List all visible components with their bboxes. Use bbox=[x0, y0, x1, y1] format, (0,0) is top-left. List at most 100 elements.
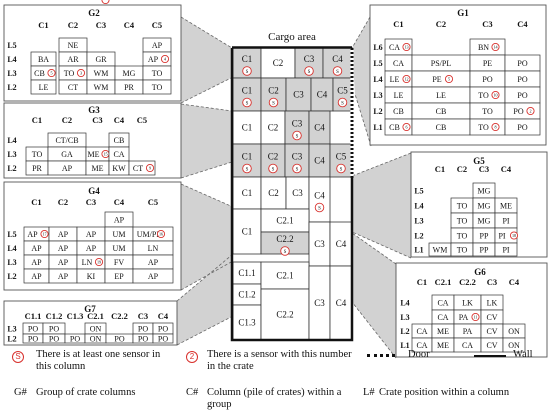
g4-cell-value: AP bbox=[114, 216, 125, 225]
g6-cell-value: CA bbox=[437, 313, 448, 322]
g2-cell-value: NE bbox=[68, 41, 79, 50]
cargo-sensor-icon bbox=[336, 163, 346, 174]
g7-col-header: C1.1 bbox=[25, 311, 42, 321]
g1-row-level: L4 bbox=[373, 75, 382, 84]
g1-cell-value: TO bbox=[478, 91, 489, 100]
g7-cell-value: PO bbox=[138, 335, 148, 344]
cargo-block-label: C1 bbox=[242, 227, 253, 237]
g7-cell-value: PO bbox=[49, 325, 59, 334]
g5-cell-value: WM bbox=[433, 246, 448, 255]
g7-col-header: C3 bbox=[138, 311, 148, 321]
cargo-block bbox=[260, 261, 310, 290]
g3-cell-value: PR bbox=[32, 164, 42, 173]
g2-row-level: L3 bbox=[7, 69, 16, 78]
g2-cell-value: AP bbox=[68, 0, 79, 2]
g5-cell-value: PI bbox=[502, 217, 509, 226]
connector-dashed-line bbox=[354, 93, 372, 147]
g2-col-header: C1 bbox=[38, 20, 48, 30]
g6-col-header: C2.2 bbox=[459, 277, 476, 287]
g3-cell-value: GA bbox=[61, 150, 73, 159]
cargo-sensor-icon bbox=[292, 130, 302, 141]
cargo-sensor-icon-label: S bbox=[246, 70, 249, 75]
g2-cell-value: BN bbox=[95, 0, 106, 2]
g5-cell-value: PP bbox=[480, 246, 489, 255]
g7-title: G7 bbox=[84, 304, 96, 314]
g5-cell-value: PI bbox=[498, 232, 505, 241]
g1-col-header: C4 bbox=[517, 19, 528, 29]
g4-row-level: L5 bbox=[7, 230, 16, 239]
cargo-sensor-icon-label: S bbox=[296, 134, 299, 139]
g2-col-header: C5 bbox=[152, 20, 162, 30]
sensor-column-legend-icon: S bbox=[12, 351, 24, 363]
g3-cell-value: AP bbox=[62, 164, 73, 173]
g6-row-level: L1 bbox=[400, 341, 409, 350]
cargo-sensor-icon bbox=[242, 66, 252, 76]
g4-row-level: L3 bbox=[7, 258, 16, 267]
g2-col-header: C2 bbox=[68, 20, 78, 30]
g2-cell-value: LE bbox=[39, 83, 49, 92]
cargo-area-title: Cargo area bbox=[268, 31, 316, 43]
g6-cell-value: CA bbox=[462, 341, 473, 350]
g4-cell-value: UM/PL bbox=[137, 230, 162, 239]
g6-cell-value: CV bbox=[486, 313, 497, 322]
g4-cell-value: AP bbox=[58, 272, 69, 281]
g2-cell-value: BA bbox=[38, 55, 49, 64]
g1-cell-value: PE bbox=[432, 75, 441, 84]
cargo-block-label: C4 bbox=[332, 54, 343, 64]
g1-cell-value: PE bbox=[483, 59, 492, 68]
g6-cell-value: CA bbox=[416, 327, 427, 336]
cargo-sensor-icon bbox=[332, 66, 343, 76]
g1-cell-value: TO bbox=[482, 107, 493, 116]
g4-col-header: C3 bbox=[86, 197, 96, 207]
cargo-sensor-icon bbox=[242, 163, 252, 174]
g7-cell-value: PO bbox=[28, 335, 38, 344]
g4-cell-value: AP bbox=[58, 244, 69, 253]
connector-dashed-line bbox=[351, 232, 397, 265]
legend-sensor-column-text: There is at least one sensor in this col… bbox=[36, 349, 161, 372]
g2-sensor-icon bbox=[160, 54, 170, 64]
g4-cell-value: AP bbox=[148, 0, 159, 2]
g4-cell-value: AP bbox=[148, 272, 159, 281]
g6-sensor-icon-label: 11 bbox=[474, 315, 478, 320]
cargo-sensor-icon bbox=[314, 202, 325, 213]
g2-cell-value: TO bbox=[152, 0, 163, 2]
g1-cell-value: CB bbox=[436, 123, 447, 132]
connector-dashed-line bbox=[180, 183, 234, 208]
cargo-sensor-icon bbox=[268, 163, 278, 174]
g2-cell-value: MG bbox=[123, 69, 136, 78]
g1-sensor-icon-label: 6 bbox=[405, 125, 407, 130]
g2-sensor-icon-label: 5 bbox=[50, 71, 52, 76]
g4-cell-value: AP bbox=[86, 244, 97, 253]
cargo-block-label: C4 bbox=[336, 298, 347, 308]
cargo-block-label: C1 bbox=[242, 152, 253, 162]
g2-cell-value: TO bbox=[152, 83, 163, 92]
g7-cell-value: PO bbox=[138, 325, 148, 334]
g4-cell-value: AP bbox=[27, 230, 38, 239]
cargo-block-label: C2 bbox=[268, 188, 279, 198]
g2-connector bbox=[181, 17, 232, 103]
g4-col-header: C1 bbox=[31, 197, 41, 207]
g6-cell-value: PA bbox=[459, 313, 469, 322]
g2-cell-value: PR bbox=[124, 83, 134, 92]
cargo-sensor-icon-label: S bbox=[272, 167, 275, 172]
g1-cell bbox=[504, 118, 541, 136]
g2-row-level: L1 bbox=[7, 0, 16, 2]
g3-cell-value: CA bbox=[113, 150, 124, 159]
g1-cell-value: PO bbox=[513, 107, 523, 116]
g1-sensor-icon bbox=[491, 42, 500, 52]
g3-cell-value: ME bbox=[88, 150, 100, 159]
g3-cell-value: CB bbox=[114, 136, 125, 145]
cargo-sensor-icon bbox=[242, 97, 252, 108]
cargo-block bbox=[260, 288, 310, 341]
g4-col-header: C5 bbox=[148, 197, 158, 207]
g3-row-level: L3 bbox=[7, 150, 16, 159]
legend-column-text: Column (pile of crates) within a group bbox=[207, 387, 342, 410]
g7-col-header: C1.2 bbox=[46, 311, 63, 321]
g3-col-header: C3 bbox=[92, 115, 102, 125]
g3-sensor-icon-label: 9 bbox=[149, 166, 151, 171]
g5-cell-value: PI bbox=[502, 246, 509, 255]
g3-cell-value: FV bbox=[114, 0, 124, 2]
g5-col-header: C3 bbox=[479, 164, 489, 174]
g2-cell-value: AP bbox=[148, 55, 159, 64]
g2-cell-value: WM bbox=[94, 83, 109, 92]
